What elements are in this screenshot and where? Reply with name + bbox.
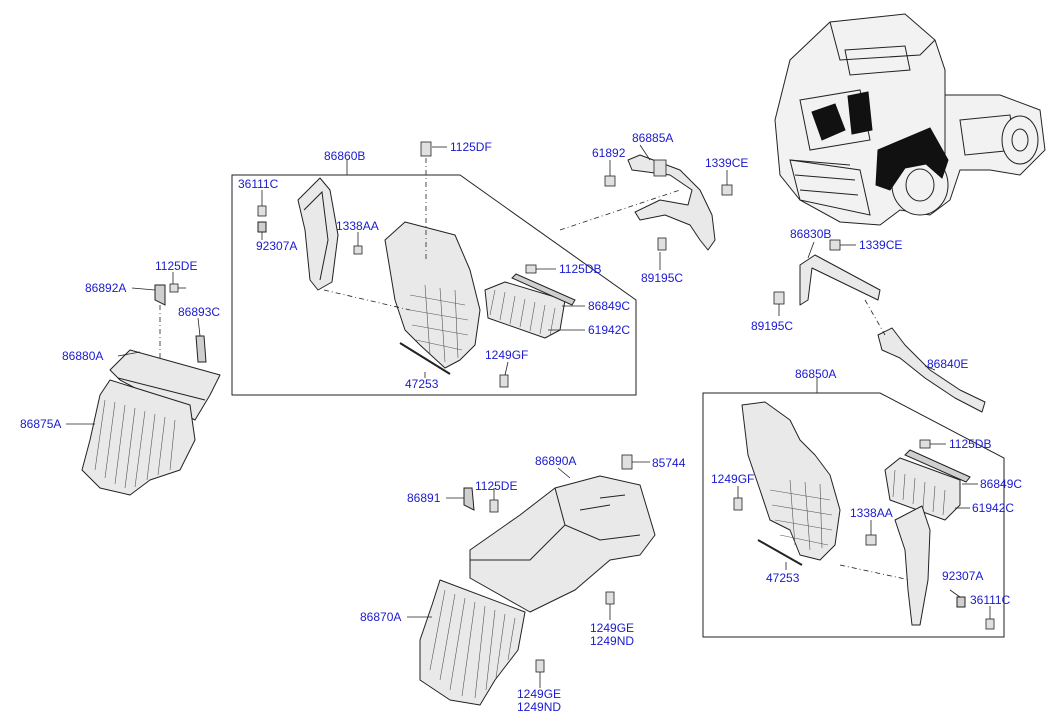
label-86890A: 86890A [535,454,576,468]
label-85744: 85744 [652,456,686,470]
label-1249ND-upper: 1249ND [590,634,634,648]
label-86880A: 86880A [62,349,103,363]
label-1249ND-lower: 1249ND [517,700,561,714]
label-61942C-left: 61942C [588,323,630,337]
label-1338AA-right: 1338AA [850,506,893,520]
label-1125DE-bottom: 1125DE [475,479,517,493]
label-89195C-upper: 89195C [641,271,683,285]
label-1249GE-upper: 1249GE [590,621,634,635]
label-92307A-right: 92307A [942,569,983,583]
center-frame-group [231,141,637,396]
label-47253-left: 47253 [405,377,439,391]
left-fender-group [66,272,221,496]
label-1249GF-right: 1249GF [711,472,754,486]
label-92307A-left: 92307A [256,239,297,253]
label-86892A: 86892A [85,281,126,295]
right-fender-group [702,239,1005,638]
label-86870A: 86870A [360,610,401,624]
label-36111C-right: 36111C [970,593,1011,607]
label-1339CE-right: 1339CE [859,238,902,252]
label-1338AA-left: 1338AA [336,219,379,233]
mudguard-highlight-rear [875,127,949,191]
label-86893C: 86893C [178,305,220,319]
label-86860B: 86860B [324,149,365,163]
label-1339CE-upper: 1339CE [705,156,748,170]
truck-illustration [774,13,1046,226]
label-1125DF: 1125DF [450,140,492,154]
label-86891: 86891 [407,491,441,505]
label-1249GE-lower: 1249GE [517,687,561,701]
label-86885A: 86885A [632,131,673,145]
label-86830B: 86830B [790,227,831,241]
label-89195C-right: 89195C [751,319,793,333]
mudguard-highlight-upper [811,103,846,141]
label-47253-right: 47253 [766,571,800,585]
group-frame-86850A [702,392,1005,638]
label-86840E: 86840E [927,357,968,371]
label-86849C-right: 86849C [980,477,1022,491]
label-86850A: 86850A [795,367,836,381]
label-86849C-left: 86849C [588,299,630,313]
label-61942C-right: 61942C [972,501,1014,515]
mudguard-highlight-cab [847,91,873,135]
label-1249GF-left: 1249GF [485,348,528,362]
label-61892: 61892 [592,146,626,160]
bracket-arm-86885A [559,144,733,270]
label-1125DE-left: 1125DE [155,259,197,273]
bottom-fender-group [407,454,656,706]
label-1125DB-right: 1125DB [949,437,991,451]
label-86875A: 86875A [20,417,61,431]
group-frame-86860B [231,174,637,396]
label-36111C-left: 36111C [238,177,279,191]
label-1125DB-left: 1125DB [559,262,601,276]
part-labels: 86860B 1125DF 61892 86885A 1339CE 36111C… [20,131,1022,714]
